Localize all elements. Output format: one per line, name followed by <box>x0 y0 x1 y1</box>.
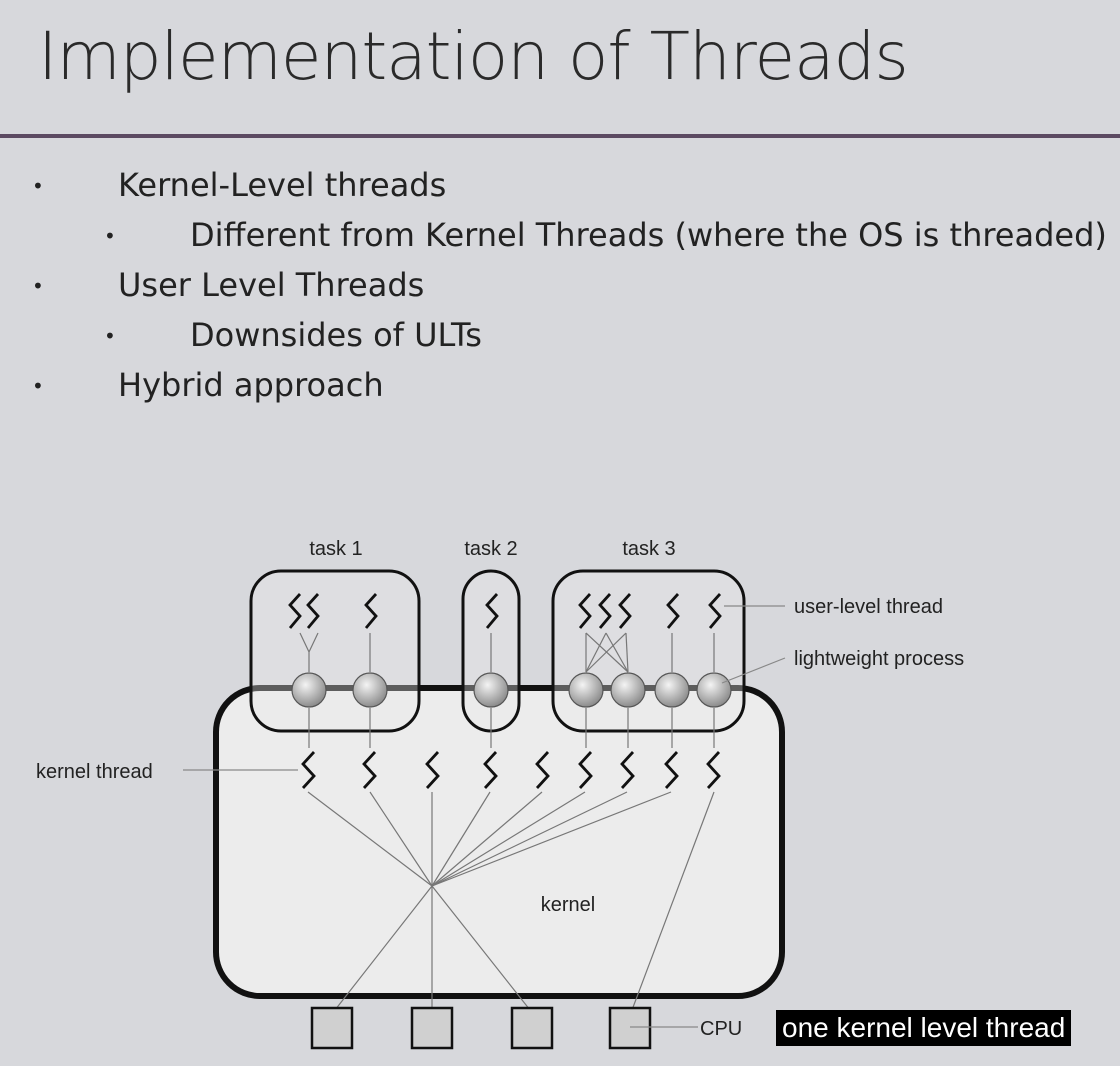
thread-squiggle <box>301 751 316 789</box>
title-rule <box>0 134 1120 138</box>
lwp-circle <box>696 672 732 708</box>
user-to-lwp-lines <box>299 632 715 748</box>
callout-lines <box>183 605 786 1028</box>
bullet-text: Different from Kernel Threads (where the… <box>190 216 1107 254</box>
lwp-circle <box>568 672 604 708</box>
user-level-threads <box>288 593 722 629</box>
kernel-box <box>213 685 785 999</box>
bullet-dot: • <box>104 324 116 348</box>
task-1-label: task 1 <box>309 538 362 560</box>
lightweight-process-label: lightweight process <box>794 648 964 670</box>
cpu-box <box>310 1006 354 1050</box>
cpus <box>310 1006 652 1050</box>
thread-squiggle <box>620 751 635 789</box>
lwp-circle <box>352 672 388 708</box>
cpu-box <box>608 1006 652 1050</box>
thread-squiggle <box>664 751 679 789</box>
thread-squiggle <box>425 751 440 789</box>
kernel-threads <box>301 751 721 789</box>
bullet-dot: • <box>32 374 44 398</box>
thread-squiggle <box>708 593 722 629</box>
cpu-label: CPU <box>700 1018 742 1040</box>
task-3-label: task 3 <box>622 538 675 560</box>
thread-squiggle <box>306 593 320 629</box>
cpu-box <box>410 1006 454 1050</box>
thread-squiggle <box>578 593 592 629</box>
bullet-text: Hybrid approach <box>118 366 384 404</box>
bullet-dot: • <box>104 224 116 248</box>
video-caption: one kernel level thread <box>776 1010 1072 1046</box>
thread-model-diagram: task 1 task 2 task 3 <box>36 538 964 1050</box>
bullet-text: Downsides of ULTs <box>190 316 482 354</box>
lwp-circle <box>610 672 646 708</box>
thread-squiggle <box>706 751 721 789</box>
bullet-text: User Level Threads <box>118 266 425 304</box>
user-level-thread-label: user-level thread <box>794 596 943 618</box>
thread-squiggle <box>483 751 498 789</box>
thread-squiggle <box>535 751 550 789</box>
kernel-label: kernel <box>541 894 595 916</box>
thread-squiggle <box>364 593 378 629</box>
bullet-dot: • <box>32 274 44 298</box>
task-1-box <box>249 569 421 733</box>
cpu-box <box>510 1006 554 1050</box>
kernel-thread-label: kernel thread <box>36 761 153 783</box>
thread-squiggle <box>362 751 377 789</box>
thread-squiggle <box>288 593 302 629</box>
bullet-dot: • <box>32 174 44 198</box>
task-2-label: task 2 <box>464 538 517 560</box>
thread-squiggle <box>618 593 632 629</box>
kernel-to-cpu-lines <box>307 791 715 1011</box>
thread-squiggle <box>598 593 612 629</box>
lightweight-processes <box>291 672 732 708</box>
lwp-circle <box>654 672 690 708</box>
lwp-circle <box>291 672 327 708</box>
thread-squiggle <box>666 593 680 629</box>
thread-squiggle <box>578 751 593 789</box>
slide-title: Implementation of Threads <box>38 18 909 95</box>
lwp-circle <box>473 672 509 708</box>
bullet-text: Kernel-Level threads <box>118 166 447 204</box>
thread-squiggle <box>485 593 499 629</box>
